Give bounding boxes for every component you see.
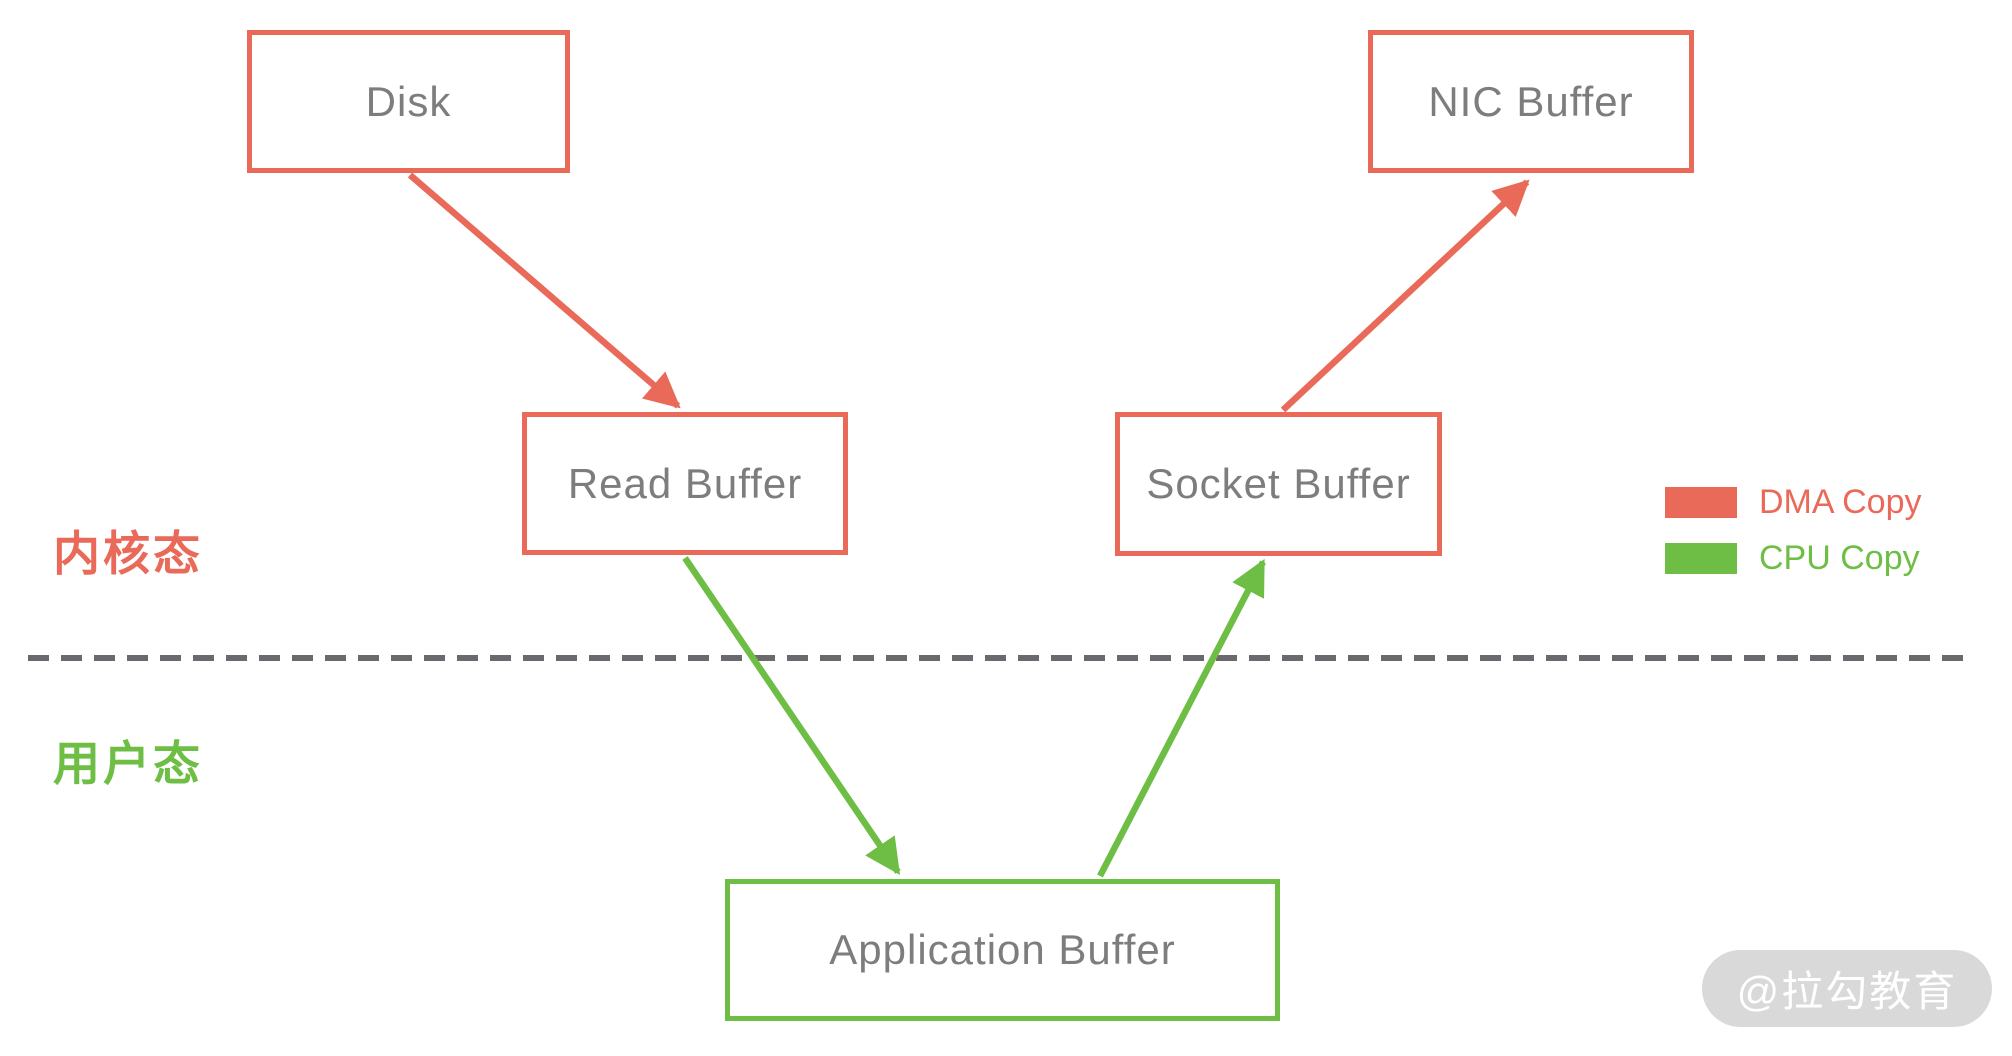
node-read-buffer-label: Read Buffer [567,459,803,507]
dma-swatch-rect [1665,486,1737,518]
node-application-buffer: Application Buffer [725,879,1280,1021]
cpu-color-swatch [1665,542,1737,574]
cpu-swatch-rect [1665,542,1737,574]
legend: DMA Copy CPU Copy [1665,485,1922,575]
node-disk-label: Disk [365,77,452,125]
dma-color-swatch [1665,486,1737,518]
user-mode-label: 用户态 [53,737,203,790]
node-socket-buffer: Socket Buffer [1115,412,1442,556]
arrow-dma-socket-buffer-to-nic-buffer [1280,179,1530,413]
watermark-badge: @拉勾教育 [1702,950,1992,1027]
node-nic-buffer-label: NIC Buffer [1428,77,1634,125]
watermark-text: @拉勾教育 [1736,968,1958,1015]
kernel-mode-label: 内核态 [53,527,203,580]
node-disk: Disk [247,30,570,173]
legend-cpu-label: CPU Copy [1759,539,1920,577]
node-read-buffer: Read Buffer [522,412,848,555]
arrow-cpu-application-buffer-to-socket-buffer [1097,558,1266,878]
legend-item-dma: DMA Copy [1665,485,1922,519]
node-nic-buffer: NIC Buffer [1368,30,1694,173]
node-socket-buffer-label: Socket Buffer [1146,460,1411,507]
arrow-cpu-read-buffer-to-application-buffer [682,556,901,875]
legend-item-cpu: CPU Copy [1665,541,1922,575]
arrow-dma-disk-to-read-buffer [407,172,681,409]
legend-dma-label: DMA Copy [1759,483,1922,521]
node-application-buffer-label: Application Buffer [829,926,1176,973]
